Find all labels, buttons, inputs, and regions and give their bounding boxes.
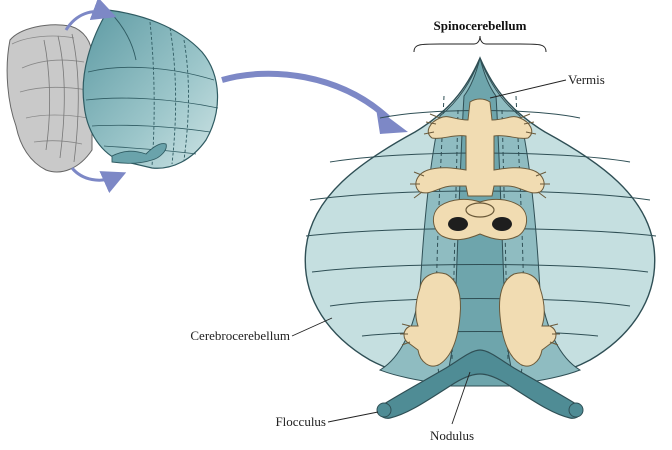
- label-vermis: Vermis: [568, 72, 605, 87]
- small-unfolded-cerebellum: [83, 10, 218, 168]
- curved-arrow-bottom: [72, 168, 118, 180]
- label-cerebrocerebellum: Cerebrocerebellum: [190, 328, 290, 343]
- label-spinocerebellum: Spinocerebellum: [434, 18, 527, 33]
- homunculus-head: [433, 199, 526, 239]
- spinocerebellum-bracket: [414, 36, 546, 52]
- cerebrocerebellum-leader-line: [292, 318, 332, 336]
- label-flocculus: Flocculus: [275, 414, 326, 429]
- label-nodulus: Nodulus: [430, 428, 474, 443]
- brainstem-inset: [7, 25, 92, 172]
- vermis-leader-line: [490, 80, 566, 98]
- flocculus-leader-line: [328, 412, 378, 422]
- transition-arrow: [222, 74, 408, 134]
